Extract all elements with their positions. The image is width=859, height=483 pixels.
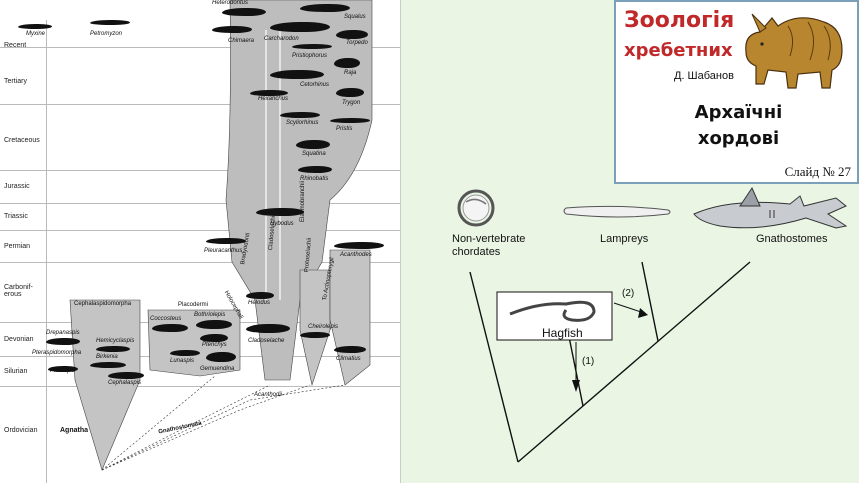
fish-silhouette	[46, 338, 80, 345]
fish-silhouette	[90, 362, 126, 368]
fish-silhouette	[298, 166, 332, 173]
fish-silhouette	[334, 346, 366, 353]
fish-silhouette	[108, 372, 144, 379]
fish-silhouette	[330, 118, 370, 123]
taxon-label: Acanthodii	[254, 392, 283, 398]
fish-silhouette	[96, 346, 130, 352]
taxon-label: Bothriolepis	[194, 312, 226, 318]
taxon-label: Birkenia	[96, 354, 118, 360]
taxon-label: Pristis	[336, 126, 353, 132]
taxon-label: Torpedo	[346, 40, 368, 46]
fish-silhouette	[48, 366, 78, 372]
marker-1: (1)	[582, 356, 595, 367]
author: Д. Шабанов	[674, 70, 734, 82]
taxon-label: Cheirolepis	[308, 324, 339, 330]
fish-silhouette	[280, 112, 320, 118]
taxon-label: Raja	[344, 70, 357, 76]
fish-silhouette	[334, 242, 384, 249]
fish-silhouette	[18, 24, 52, 29]
course-subtitle: хребетних	[624, 40, 733, 61]
period-triassic: Triassic	[4, 213, 28, 220]
fish-silhouette	[270, 70, 324, 79]
period-jurassic: Jurassic	[4, 183, 30, 190]
taxon-label: Pristiophorus	[292, 53, 328, 59]
fish-silhouette	[200, 334, 228, 342]
slide-number: Слайд № 27	[784, 164, 851, 179]
topic-line: Архаїчні	[694, 102, 783, 123]
group-label: Placodermi	[178, 302, 209, 308]
rhinoceros-illustration	[745, 13, 843, 89]
topic-line: хордові	[697, 128, 780, 149]
taxon-label: Carcharodon	[264, 36, 299, 42]
fish-silhouette	[212, 26, 252, 33]
title-card: Зоологія хребетних Д. Шабанов Архаїчні х…	[614, 0, 859, 184]
fish-silhouette	[250, 90, 288, 96]
fish-silhouette	[206, 238, 246, 244]
taxon-label: Heterodontus	[212, 0, 249, 6]
fish-silhouette	[334, 58, 360, 68]
fish-silhouette	[152, 324, 188, 332]
taxon-label: Cetorhinus	[300, 82, 330, 88]
fish-silhouette	[296, 140, 330, 149]
fish-silhouette	[300, 4, 350, 12]
period-silurian: Silurian	[4, 368, 28, 375]
fish-silhouette	[270, 22, 330, 32]
taxon-label: Gemuendina	[200, 366, 235, 372]
taxon-label: Lunaspis	[170, 358, 195, 364]
fish-silhouette	[336, 30, 368, 39]
taxon-label: Pteraspis	[50, 368, 76, 374]
label-gnathostomes: Gnathostomes	[756, 233, 828, 245]
taxon-label: Chimaera	[228, 38, 255, 44]
period-permian: Permian	[4, 243, 31, 250]
taxon-label: Ptenchys	[202, 342, 227, 348]
taxon-label: Myxine	[26, 31, 46, 37]
taxon-label: Hemicyclaspis	[96, 338, 135, 344]
taxon-label: Pteraspidomorpha	[32, 350, 82, 356]
taxon-label: Trygon	[342, 100, 361, 106]
clade-shapes	[69, 0, 373, 471]
taxon-label: Petromyzon	[90, 31, 123, 37]
topic-title: Архаїчні хордові	[616, 100, 859, 152]
group-label: Cephalaspidomorpha	[74, 301, 132, 307]
phylogeny-figure: Recent Tertiary Cretaceous Jurassic Tria…	[0, 0, 401, 483]
fish-silhouette	[292, 44, 332, 49]
group-label: Elasmobranchii	[300, 180, 306, 222]
fish-silhouette	[246, 292, 274, 299]
period-tertiary: Tertiary	[4, 78, 27, 85]
group-label: Agnatha	[60, 427, 88, 434]
taxon-label: Helodus	[248, 300, 271, 306]
label-nonvertebrate-chordates: Non-vertebrate chordates	[452, 233, 526, 258]
fish-silhouette	[196, 320, 232, 329]
taxon-label: Squatina	[302, 151, 326, 157]
period-ordovician: Ordovician	[4, 427, 38, 434]
taxon-label: Drepanaspis	[46, 330, 80, 336]
period-carboniferous: Carbonif- erous	[4, 284, 33, 298]
fish-silhouette	[222, 8, 266, 16]
label-hagfish: Hagfish	[542, 326, 583, 340]
taxon-label: Scyliorhinus	[286, 120, 319, 126]
fish-silhouette	[256, 208, 304, 216]
fish-silhouette	[90, 20, 130, 25]
taxon-label: Squalus	[344, 14, 366, 20]
taxon-label: Rhinobatis	[300, 176, 329, 182]
fish-silhouette	[246, 324, 290, 333]
taxon-label: Climatius	[336, 356, 361, 362]
fish-silhouette	[300, 332, 330, 338]
label-lampreys: Lampreys	[600, 233, 649, 245]
period-cretaceous: Cretaceous	[4, 137, 40, 144]
period-devonian: Devonian	[4, 336, 34, 343]
taxon-label: Hexanchus	[258, 96, 289, 102]
fish-silhouette	[206, 352, 236, 362]
course-title: Зоологія	[624, 8, 735, 33]
period-recent: Recent	[4, 42, 27, 49]
taxon-label: Acanthodes	[340, 252, 372, 258]
taxon-label: Coccosteus	[150, 316, 182, 322]
taxon-label: Cephalaspis	[108, 380, 142, 386]
fish-silhouette	[336, 88, 364, 97]
fish-silhouette	[170, 350, 200, 356]
taxon-label: Pleuracanthus	[204, 248, 243, 254]
taxon-label: Hybodus	[270, 221, 294, 227]
taxon-label: Cladoselache	[248, 338, 285, 344]
marker-2: (2)	[622, 288, 635, 299]
